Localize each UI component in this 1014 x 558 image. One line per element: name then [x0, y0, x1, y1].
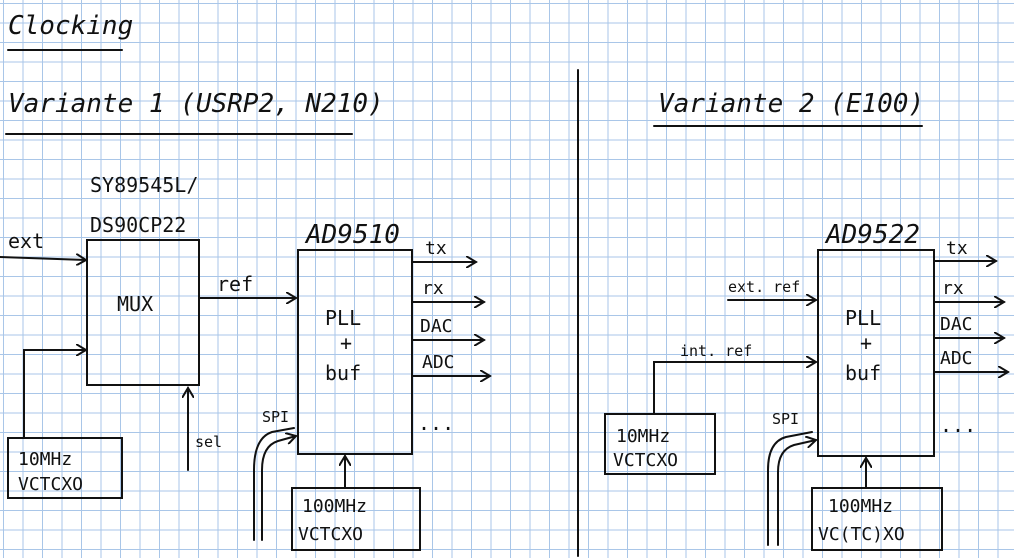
out-rx-label: rx [422, 278, 444, 299]
spi2-label: SPI [772, 410, 799, 428]
variant1-section: Variante 1 (USRP2, N210) SY89545L/ DS90C… [0, 89, 490, 551]
out2-dac-label: DAC [940, 314, 973, 335]
ref-label: ref [217, 272, 253, 296]
osc10b-line1: 10MHz [616, 426, 670, 447]
mux-block [86, 239, 200, 386]
pll-chip-name: AD9510 [304, 220, 400, 250]
sel-label: sel [195, 433, 222, 451]
osc100-line2: VCTCXO [298, 524, 363, 545]
pll2-line1: PLL [845, 306, 881, 330]
ext-input-arrow [0, 257, 86, 260]
out2-more-label: ... [940, 413, 976, 437]
out2-rx-label: rx [942, 278, 964, 299]
mux-chip-name-line2: DS90CP22 [90, 213, 186, 237]
osc100-line1: 100MHz [302, 496, 367, 517]
ext-label: ext [8, 229, 44, 253]
spi-label: SPI [262, 408, 289, 426]
out-tx-label: tx [425, 238, 447, 259]
int-ref-label: int. ref [680, 342, 752, 360]
pll-line3: buf [325, 361, 361, 385]
pll-line2: + [340, 331, 352, 355]
pll2-line2: + [860, 331, 872, 355]
pll2-chip-name: AD9522 [824, 220, 920, 250]
out-adc-label: ADC [422, 352, 455, 373]
pll-line1: PLL [325, 306, 361, 330]
osc10-line1: 10MHz [18, 449, 72, 470]
spi2-bus-wire-1 [767, 431, 813, 546]
ext-ref-label: ext. ref [728, 278, 800, 296]
osc100b-line2: VC(TC)XO [818, 524, 905, 545]
osc100b-line1: 100MHz [828, 496, 893, 517]
page-title: Clocking [8, 11, 133, 41]
osc10-line2: VCTCXO [18, 474, 83, 495]
pll-block [297, 249, 413, 455]
out2-tx-label: tx [946, 238, 968, 259]
out-dac-label: DAC [420, 316, 453, 337]
osc10-to-mux-wire [23, 350, 86, 439]
spi-bus-wire-1 [253, 427, 295, 541]
int-ref-wire [653, 362, 816, 415]
pll2-block [817, 249, 935, 457]
osc100-block [291, 487, 421, 551]
mux-label: MUX [117, 292, 153, 316]
pll2-line3: buf [845, 361, 881, 385]
osc100b-block [811, 487, 943, 551]
variant1-heading: Variante 1 (USRP2, N210) [8, 89, 384, 119]
osc10b-line2: VCTCXO [613, 450, 678, 471]
mux-chip-name-line1: SY89545L/ [90, 173, 198, 197]
osc10-block [7, 437, 123, 499]
variant2-section: Variante 2 (E100) AD9522 PLL + buf ext. … [604, 89, 1008, 551]
variant2-heading: Variante 2 (E100) [658, 89, 924, 119]
spi-bus-wire-2 [261, 436, 296, 541]
out2-adc-label: ADC [940, 348, 973, 369]
out-more-label: ... [418, 411, 454, 435]
osc10b-block [604, 413, 716, 475]
spi2-bus-wire-2 [777, 440, 816, 546]
